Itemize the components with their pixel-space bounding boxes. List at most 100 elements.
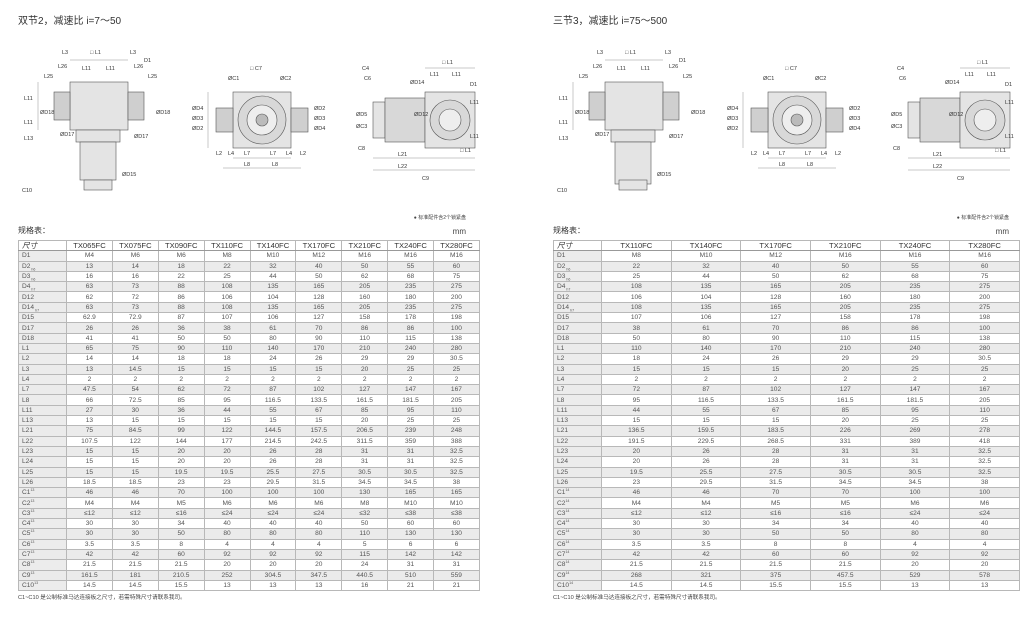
table-cell: 32 — [249, 260, 297, 272]
row-label: C813 — [18, 559, 67, 571]
table-cell: ≤12 — [66, 507, 113, 520]
table-cell: 161.5 — [66, 569, 113, 581]
table-cell: 138 — [949, 332, 1020, 344]
dimension-label: L22 — [398, 164, 407, 170]
table-cell: 200 — [949, 291, 1020, 303]
table-cell: 92 — [203, 548, 251, 561]
table-cell: 95 — [601, 394, 672, 406]
dimension-label: L11 — [470, 134, 479, 140]
table-cell: M6 — [157, 250, 205, 262]
table-cell: 127 — [341, 384, 389, 396]
table-cell: 311.5 — [341, 435, 389, 447]
table-cell: 15 — [111, 466, 159, 478]
table-cell: 90 — [295, 332, 343, 344]
table-cell: 88 — [157, 301, 205, 314]
table-cell: M10 — [249, 250, 297, 262]
table-cell: 60 — [809, 548, 881, 561]
table-cell: M4 — [670, 497, 742, 509]
table-cell: 27.5 — [295, 466, 343, 478]
row-label: L25 — [18, 466, 67, 478]
table-cell: 269 — [879, 425, 951, 437]
table-cell: 15 — [670, 415, 742, 427]
row-label: D12 — [18, 291, 67, 303]
table-cell: ≤16 — [740, 507, 811, 520]
table-cell: 62.9 — [66, 312, 113, 324]
table-cell: 107 — [601, 312, 672, 324]
table-cell: 28 — [740, 456, 811, 468]
table-cell: 226 — [809, 425, 881, 437]
table-cell: 14.5 — [601, 579, 672, 592]
table-cell: 30 — [670, 518, 742, 530]
table-cell: 181 — [111, 569, 159, 581]
table-cell: 20 — [601, 456, 672, 468]
table-cell: 14.5 — [66, 579, 113, 592]
table-cell: M12 — [295, 250, 343, 262]
table-cell: 25 — [387, 363, 434, 375]
table-cell: 31 — [433, 559, 480, 571]
table-cell: 68 — [879, 270, 951, 283]
dimension-label: D1 — [470, 82, 477, 88]
unit-label: mm — [995, 227, 1009, 236]
row-label: C113 — [18, 487, 67, 499]
dimension-label: L13 — [559, 136, 568, 142]
table-cell: 26 — [249, 445, 297, 458]
table-cell: 158 — [341, 312, 389, 324]
column-header-model: TX065FC — [66, 239, 113, 252]
table-cell: 165 — [295, 301, 343, 314]
section-title: 三节3，减速比 i=75～500 — [553, 16, 668, 27]
table-cell: 210 — [341, 342, 389, 355]
dimension-label: L3 — [597, 50, 603, 56]
dimension-label: □ L1 — [977, 60, 988, 66]
table-cell: 14.5 — [111, 363, 159, 375]
table-cell: 75 — [111, 342, 159, 355]
table-cell: 72.5 — [111, 394, 159, 406]
dimension-label: L26 — [58, 64, 67, 70]
table-cell: 85 — [157, 394, 205, 406]
table-cell: 31 — [341, 445, 389, 458]
table-cell: 30 — [601, 518, 672, 530]
table-cell: M4 — [111, 497, 159, 509]
table-cell: 29 — [341, 353, 389, 365]
table-cell: 128 — [740, 291, 811, 303]
table-cell: 40 — [295, 260, 343, 272]
dimension-label: L2 — [216, 151, 222, 157]
dimension-label: C10 — [22, 188, 32, 194]
dimension-label: ØD4 — [314, 126, 325, 132]
dimension-label: L13 — [24, 136, 33, 142]
table-cell: 14.5 — [111, 579, 159, 592]
table-cell: 95 — [387, 404, 434, 417]
table-cell: 44 — [670, 270, 742, 283]
table-cell: 32.5 — [949, 456, 1020, 468]
table-cell: M4 — [66, 250, 113, 262]
dimension-label: ØC2 — [815, 76, 826, 82]
table-cell: 88 — [157, 281, 205, 293]
table-cell: M6 — [949, 497, 1020, 509]
dimension-label: L26 — [593, 64, 602, 70]
table-cell: 20 — [809, 415, 881, 427]
row-label: D2 h6 — [553, 260, 602, 272]
table-cell: 135 — [670, 301, 742, 314]
dimension-label: L7 — [805, 151, 811, 157]
table-cell: M12 — [740, 250, 811, 262]
row-label: D17 — [18, 322, 67, 334]
table-cell: 6 — [387, 538, 434, 550]
table-cell: 61 — [670, 322, 742, 334]
row-label: D15 — [18, 312, 67, 324]
table-cell: 30 — [66, 518, 113, 530]
table-cell: 24 — [670, 353, 742, 365]
table-cell: 275 — [433, 301, 480, 314]
column-header-model: TX140FC — [249, 239, 297, 252]
table-cell: 235 — [879, 281, 951, 293]
table-cell: 31 — [879, 445, 951, 458]
